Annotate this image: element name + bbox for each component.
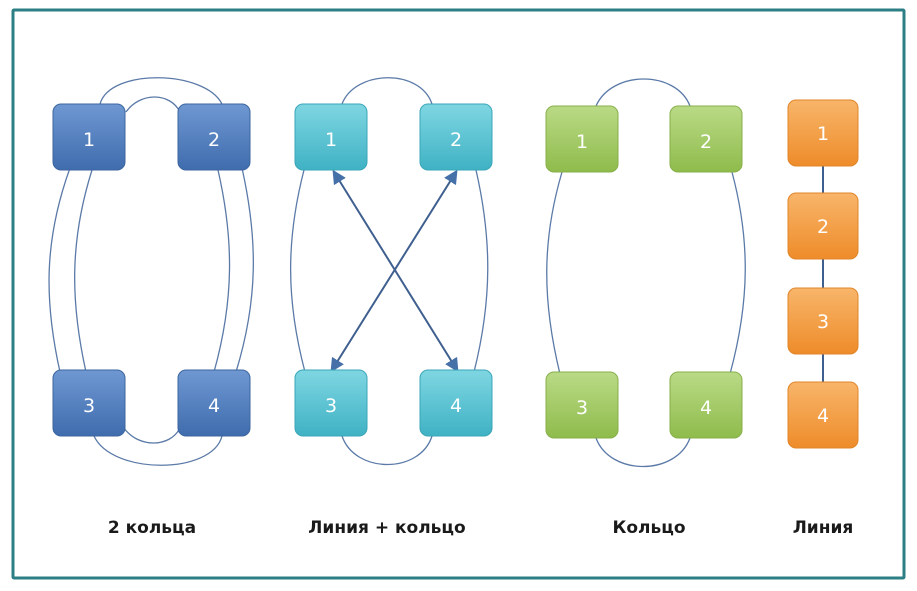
caption: Кольцо bbox=[612, 518, 685, 538]
node[interactable]: 2 bbox=[177, 103, 251, 171]
caption: Линия + кольцо bbox=[308, 518, 465, 538]
ring bbox=[546, 78, 746, 467]
node-label: 1 bbox=[83, 129, 95, 151]
node[interactable]: 3 bbox=[545, 371, 619, 439]
group-line-plus-ring: 1 2 3 4 Линия + кольцо bbox=[290, 77, 493, 538]
node[interactable]: 3 bbox=[787, 287, 859, 355]
node-label: 4 bbox=[450, 395, 462, 417]
node[interactable]: 4 bbox=[177, 369, 251, 437]
node-label: 4 bbox=[817, 405, 829, 427]
node-label: 2 bbox=[450, 129, 462, 151]
node[interactable]: 1 bbox=[545, 105, 619, 173]
node-label: 3 bbox=[83, 395, 95, 417]
caption: Линия bbox=[793, 518, 854, 538]
node-label: 2 bbox=[700, 131, 712, 153]
node[interactable]: 1 bbox=[52, 103, 126, 171]
node[interactable]: 4 bbox=[669, 371, 743, 439]
group-ring: 1 2 3 4 Кольцо bbox=[545, 78, 746, 538]
outer-ring bbox=[48, 77, 254, 466]
node[interactable]: 2 bbox=[669, 105, 743, 173]
node[interactable]: 2 bbox=[787, 192, 859, 260]
node-label: 4 bbox=[700, 397, 712, 419]
node[interactable]: 1 bbox=[294, 103, 368, 171]
node-label: 4 bbox=[208, 395, 220, 417]
caption: 2 кольца bbox=[108, 518, 196, 538]
line-2-3 bbox=[330, 169, 458, 373]
ring bbox=[290, 77, 489, 465]
outer-frame bbox=[11, 8, 906, 580]
node[interactable]: 4 bbox=[419, 369, 493, 437]
node[interactable]: 2 bbox=[419, 103, 493, 171]
node-label: 1 bbox=[576, 131, 588, 153]
node[interactable]: 1 bbox=[787, 99, 859, 167]
node-label: 2 bbox=[817, 216, 829, 238]
node-label: 1 bbox=[325, 129, 337, 151]
node-label: 3 bbox=[576, 397, 588, 419]
node[interactable]: 4 bbox=[787, 381, 859, 449]
group-line: 1 2 3 4 Линия bbox=[787, 99, 859, 538]
node[interactable]: 3 bbox=[294, 369, 368, 437]
node[interactable]: 3 bbox=[52, 369, 126, 437]
group-two-rings: 1 2 3 4 2 кольца bbox=[48, 77, 254, 538]
node-label: 3 bbox=[817, 311, 829, 333]
node-label: 2 bbox=[208, 129, 220, 151]
inner-ring bbox=[74, 96, 231, 444]
node-label: 3 bbox=[325, 395, 337, 417]
node-label: 1 bbox=[817, 123, 829, 145]
